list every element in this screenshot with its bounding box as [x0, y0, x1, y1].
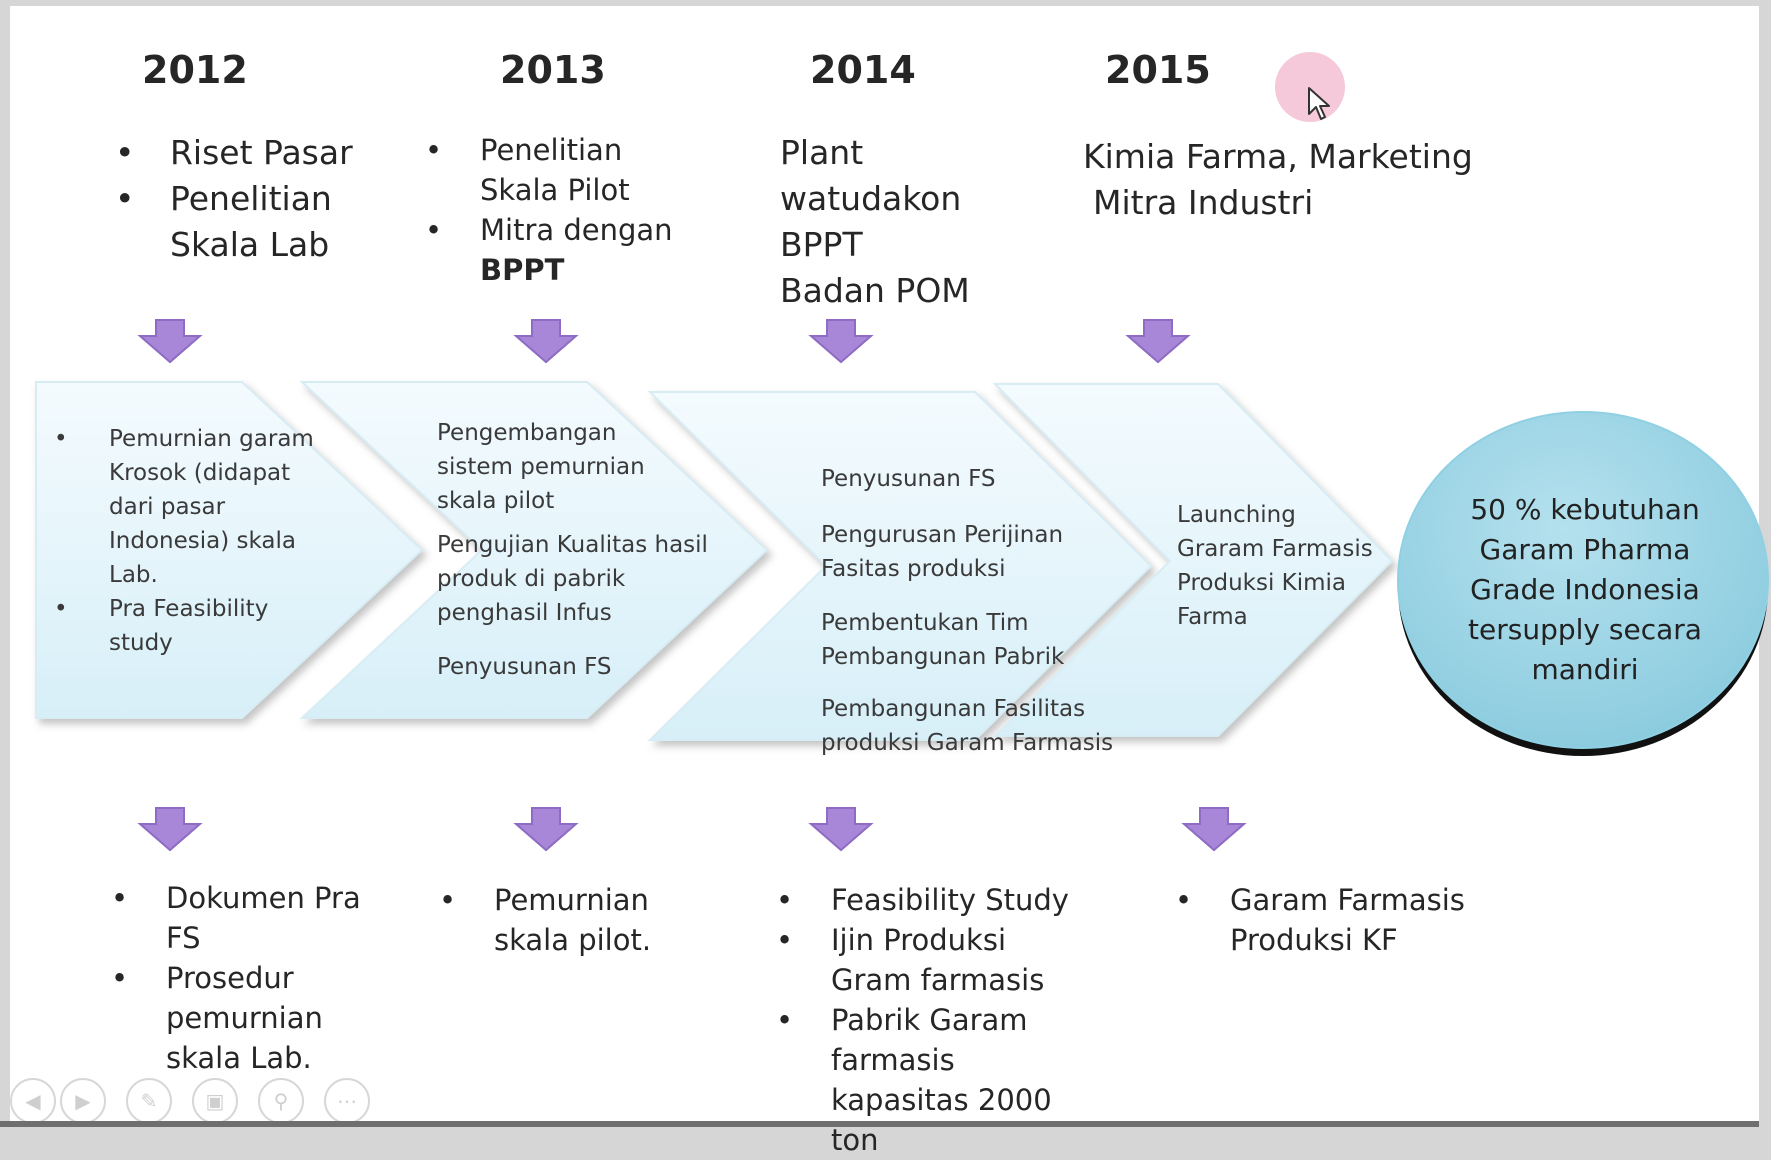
bottom-2012: Dokumen Pra FS Prosedur pemurnian skala …	[111, 878, 386, 1078]
list-item: Garam Farmasis Produksi KF	[1175, 880, 1470, 960]
list-item: watudakon	[780, 179, 962, 218]
pen-icon[interactable]: ✎	[126, 1078, 172, 1124]
list-item: Pemurnian skala pilot.	[439, 880, 694, 960]
down-arrow-icon	[137, 807, 203, 852]
list-item: Pengujian Kualitas hasil produk di pabri…	[437, 532, 708, 626]
list-item: Pemurnian garam Krosok (didapat dari pas…	[54, 422, 324, 592]
list-item: Launching Graram Farmasis Produksi Kimia…	[1177, 502, 1373, 630]
list-item: Mitra dengan BPPT	[425, 210, 700, 290]
list-item: Dokumen Pra FS	[111, 878, 386, 958]
chevron-2	[299, 381, 769, 719]
list-item: Penyusunan FS	[437, 654, 612, 680]
year-2014: 2014	[810, 48, 916, 92]
list-item: Feasibility Study	[776, 880, 1091, 920]
list-item: Penelitian Skala Lab	[115, 176, 400, 268]
list-item: Pengurusan Perijinan Fasitas produksi	[821, 522, 1064, 582]
play-icon[interactable]: ▶	[60, 1078, 106, 1124]
list-item: Pembentukan Tim Pembangunan Pabrik	[821, 610, 1065, 670]
top-2013: Penelitian Skala Pilot Mitra dengan BPPT	[425, 130, 700, 290]
cursor-icon	[1308, 87, 1330, 120]
year-2012: 2012	[142, 48, 248, 92]
list-item: Pengembangan sistem pemurnian skala pilo…	[437, 420, 645, 514]
chevron-2-text: Pengembangan sistem pemurnian skala pilo…	[437, 416, 737, 684]
list-item: Badan POM	[780, 271, 970, 310]
list-item: Penyusunan FS	[821, 466, 996, 492]
chevron-3	[647, 391, 1153, 741]
list-item: Prosedur pemurnian skala Lab.	[111, 958, 386, 1078]
goal-text: 50 % kebutuhan Garam Pharma Grade Indone…	[1468, 493, 1702, 686]
slides-icon[interactable]: ▣	[192, 1078, 238, 1124]
down-arrow-icon	[513, 319, 579, 364]
top-2014: Plant watudakon BPPT Badan POM	[780, 130, 1040, 314]
bottom-2015: Garam Farmasis Produksi KF	[1175, 880, 1470, 960]
list-item: Riset Pasar	[115, 130, 400, 176]
more-icon[interactable]: ⋯	[324, 1078, 370, 1124]
goal-circle	[1395, 408, 1771, 760]
down-arrow-icon	[808, 807, 874, 852]
list-item: Mitra Industri	[1093, 183, 1314, 222]
chevron-4	[992, 383, 1394, 737]
chevron-1-text: Pemurnian garam Krosok (didapat dari pas…	[54, 422, 324, 660]
bottom-2014: Feasibility Study Ijin Produksi Gram far…	[776, 880, 1091, 1160]
list-item: Pembangunan Fasilitas produksi Garam Far…	[821, 696, 1114, 756]
year-2015: 2015	[1105, 48, 1211, 92]
down-arrow-icon	[1125, 319, 1191, 364]
list-item: Pabrik Garam farmasis kapasitas 2000 ton	[776, 1000, 1091, 1160]
down-arrow-icon	[137, 319, 203, 364]
year-2013: 2013	[500, 48, 606, 92]
zoom-icon[interactable]: ⚲	[258, 1078, 304, 1124]
top-2015: Kimia Farma, Marketing Mitra Industri	[1083, 134, 1503, 226]
list-item: Penelitian Skala Pilot	[425, 130, 700, 210]
slide: 50 % kebutuhan Garam Pharma Grade Indone…	[10, 6, 1769, 1157]
bottom-2013: Pemurnian skala pilot.	[439, 880, 694, 960]
list-item: Kimia Farma, Marketing	[1083, 137, 1473, 176]
window-bottom-edge	[0, 1121, 1759, 1127]
list-item: BPPT	[780, 225, 863, 264]
prev-icon[interactable]: ◀	[10, 1078, 56, 1124]
list-item: Plant	[780, 133, 864, 172]
chevron-3-text: Penyusunan FS Pengurusan Perijinan Fasit…	[821, 462, 1141, 760]
down-arrow-icon	[808, 319, 874, 364]
list-item: Pra Feasibility study	[54, 592, 324, 660]
top-2012: Riset Pasar Penelitian Skala Lab	[115, 130, 400, 268]
list-item: Ijin Produksi Gram farmasis	[776, 920, 1091, 1000]
down-arrow-icon	[513, 807, 579, 852]
chevron-4-text: Launching Graram Farmasis Produksi Kimia…	[1177, 498, 1382, 634]
down-arrow-icon	[1181, 807, 1247, 852]
